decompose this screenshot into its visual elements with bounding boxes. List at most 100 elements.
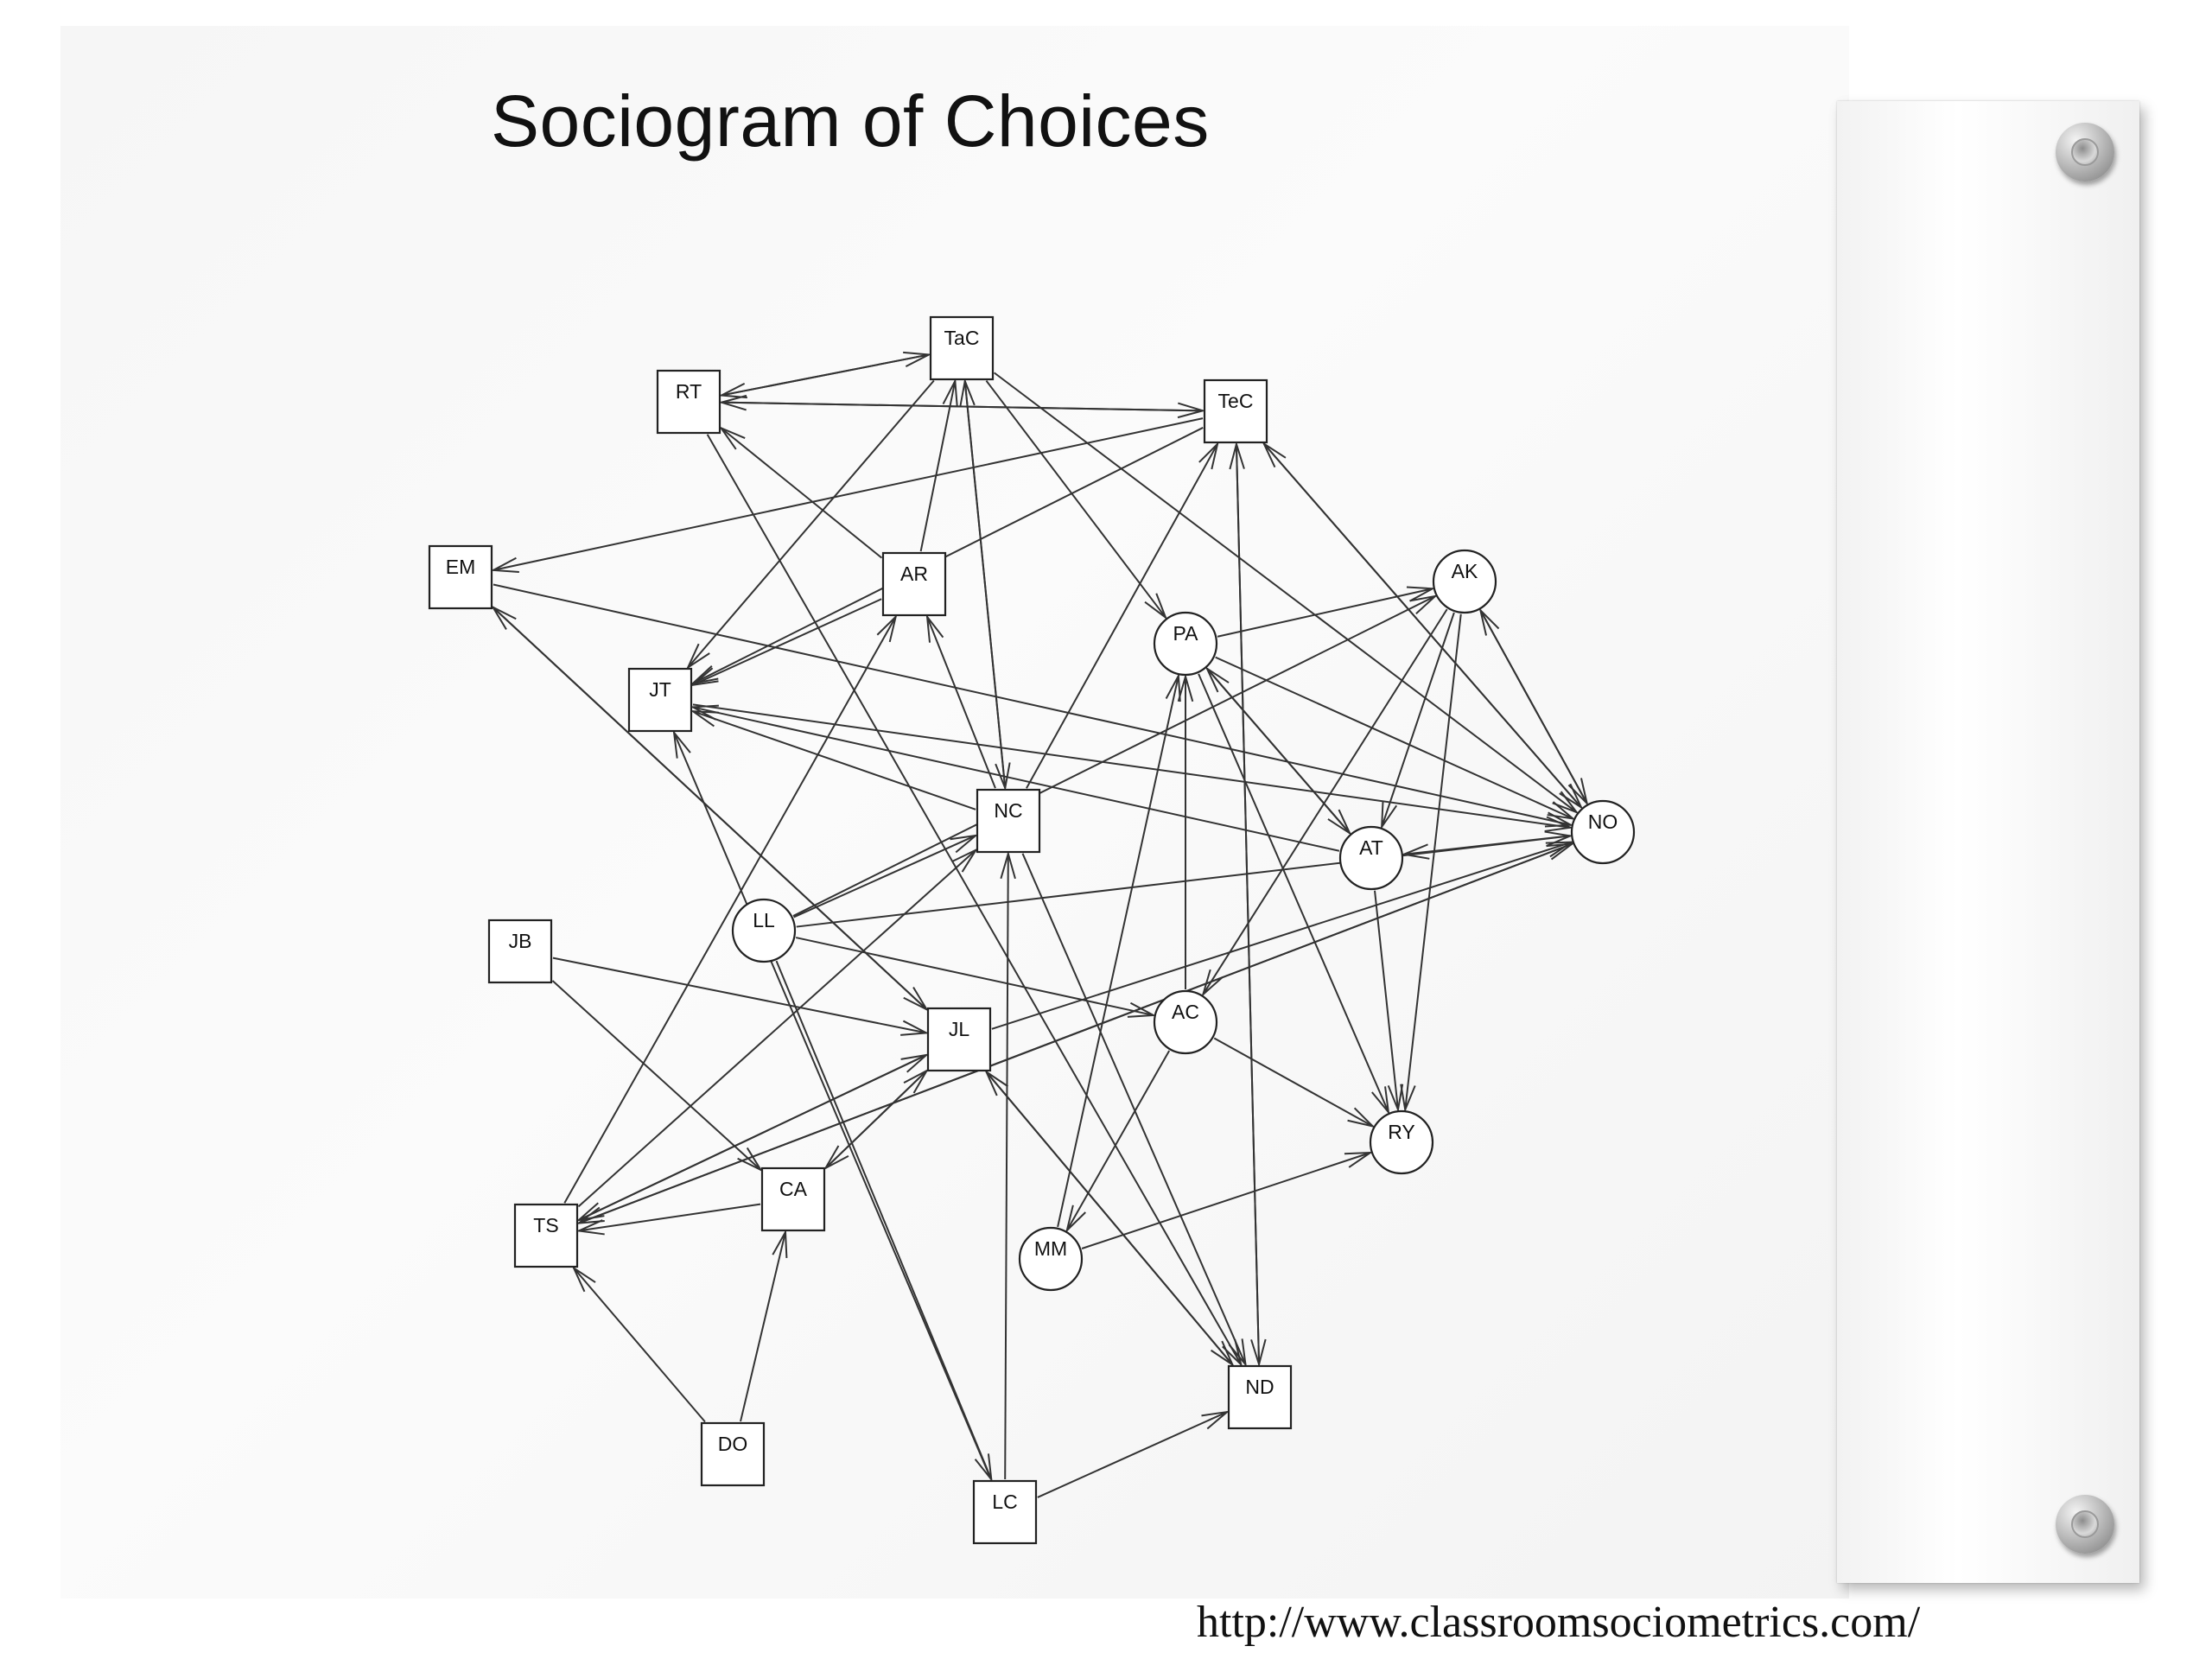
node-square bbox=[1227, 1364, 1293, 1430]
edge-TeC-to-RT bbox=[718, 394, 1204, 412]
edge-TS-to-JL bbox=[578, 1053, 930, 1221]
edge-PA-to-RY bbox=[1198, 673, 1390, 1116]
edge-LC-to-ND bbox=[1037, 1410, 1230, 1498]
node-EM: EM bbox=[428, 544, 493, 610]
edge-JB-to-JL bbox=[552, 957, 930, 1036]
edge-AR-to-TaC bbox=[919, 378, 958, 552]
node-JB: JB bbox=[487, 918, 553, 984]
node-PA: PA bbox=[1153, 611, 1218, 677]
edge-MM-to-PA bbox=[1057, 672, 1181, 1228]
edge-LL-to-AK bbox=[792, 594, 1439, 917]
edge-AK-to-RY bbox=[1400, 613, 1462, 1113]
node-square bbox=[881, 551, 947, 617]
rivet-icon bbox=[2056, 1495, 2114, 1554]
edge-LL-to-LC bbox=[775, 960, 993, 1483]
node-JL: JL bbox=[926, 1007, 992, 1072]
node-ND: ND bbox=[1227, 1364, 1293, 1430]
node-AR: AR bbox=[881, 551, 947, 617]
edge-LL-to-NC bbox=[793, 834, 979, 918]
edge-AC-to-MM bbox=[1065, 1050, 1171, 1234]
edge-NC-to-TeC bbox=[1026, 441, 1219, 789]
edge-AK-to-AC bbox=[1201, 608, 1448, 997]
edge-TaC-to-PA bbox=[985, 379, 1168, 620]
node-DO: DO bbox=[700, 1421, 766, 1487]
edge-TeC-to-EM bbox=[490, 417, 1204, 573]
edge-TaC-to-NC bbox=[963, 380, 1011, 791]
side-panel bbox=[1837, 101, 2139, 1583]
node-label: JL bbox=[949, 1018, 970, 1040]
edge-ND-to-JL bbox=[984, 1069, 1234, 1366]
node-circle bbox=[731, 898, 797, 963]
edge-AC-to-RY bbox=[1213, 1037, 1376, 1128]
node-square bbox=[700, 1421, 766, 1487]
node-circle bbox=[1153, 989, 1218, 1055]
edge-DO-to-CA bbox=[740, 1229, 788, 1422]
slide-background bbox=[60, 26, 1849, 1599]
node-square bbox=[976, 788, 1041, 854]
edge-TS-to-AR bbox=[563, 613, 898, 1204]
edges-layer bbox=[490, 351, 1589, 1498]
node-label: EM bbox=[446, 556, 476, 578]
node-label: TeC bbox=[1218, 390, 1254, 412]
edge-TeC-to-JT bbox=[690, 427, 1204, 685]
edge-TS-to-NC bbox=[577, 848, 979, 1208]
node-label: CA bbox=[779, 1178, 808, 1200]
edge-JB-to-CA bbox=[551, 980, 764, 1173]
node-label: PA bbox=[1173, 622, 1199, 645]
edge-AR-to-JT bbox=[690, 598, 882, 687]
slide-title: Sociogram of Choices bbox=[491, 80, 1210, 162]
node-label: TaC bbox=[944, 327, 980, 349]
node-circle bbox=[1369, 1109, 1434, 1175]
edge-PA-to-NO bbox=[1215, 656, 1576, 820]
edge-ND-to-TeC bbox=[1229, 441, 1261, 1365]
node-circle bbox=[1153, 611, 1218, 677]
node-LC: LC bbox=[972, 1479, 1038, 1545]
node-square bbox=[1203, 378, 1268, 444]
edge-JL-to-NO bbox=[991, 841, 1575, 1030]
edge-AK-to-AT bbox=[1380, 612, 1455, 830]
edge-AC-to-PA bbox=[1177, 673, 1194, 989]
node-label: LL bbox=[753, 909, 775, 931]
edge-AT-to-JT bbox=[690, 704, 1340, 852]
edge-NC-to-JT bbox=[690, 709, 976, 810]
edge-MM-to-RY bbox=[1081, 1151, 1374, 1249]
node-RY: RY bbox=[1369, 1109, 1434, 1175]
node-label: AK bbox=[1452, 560, 1478, 582]
node-square bbox=[513, 1203, 579, 1268]
node-label: AC bbox=[1172, 1001, 1199, 1023]
node-square bbox=[487, 918, 553, 984]
edge-LL-to-AC bbox=[795, 937, 1157, 1018]
node-label: ND bbox=[1245, 1376, 1274, 1398]
edge-NC-to-AR bbox=[925, 613, 996, 789]
node-square bbox=[656, 369, 721, 435]
edge-AR-to-RT bbox=[718, 426, 883, 559]
edge-NC-to-ND bbox=[1021, 853, 1247, 1368]
edge-LC-to-JT bbox=[672, 729, 992, 1480]
node-square bbox=[627, 667, 693, 733]
edge-PA-to-AK bbox=[1217, 586, 1436, 638]
node-TaC: TaC bbox=[929, 315, 995, 381]
edge-NO-to-AK bbox=[1478, 607, 1588, 804]
node-label: JB bbox=[509, 930, 532, 952]
node-MM: MM bbox=[1018, 1226, 1084, 1292]
node-label: AR bbox=[900, 563, 928, 585]
node-square bbox=[972, 1479, 1038, 1545]
node-JT: JT bbox=[627, 667, 693, 733]
node-LL: LL bbox=[731, 898, 797, 963]
node-label: MM bbox=[1034, 1237, 1067, 1260]
edge-AT-to-RY bbox=[1374, 890, 1404, 1113]
node-label: NC bbox=[994, 799, 1022, 822]
node-circle bbox=[1338, 825, 1404, 891]
node-TS: TS bbox=[513, 1203, 579, 1268]
node-label: TS bbox=[533, 1214, 558, 1236]
edge-TaC-to-JT bbox=[685, 379, 935, 671]
node-CA: CA bbox=[760, 1166, 826, 1232]
node-AC: AC bbox=[1153, 989, 1218, 1055]
rivet-icon bbox=[2056, 123, 2114, 181]
node-square bbox=[929, 315, 995, 381]
node-label: LC bbox=[992, 1491, 1017, 1513]
edge-AT-to-PA bbox=[1205, 665, 1351, 834]
node-square bbox=[760, 1166, 826, 1232]
